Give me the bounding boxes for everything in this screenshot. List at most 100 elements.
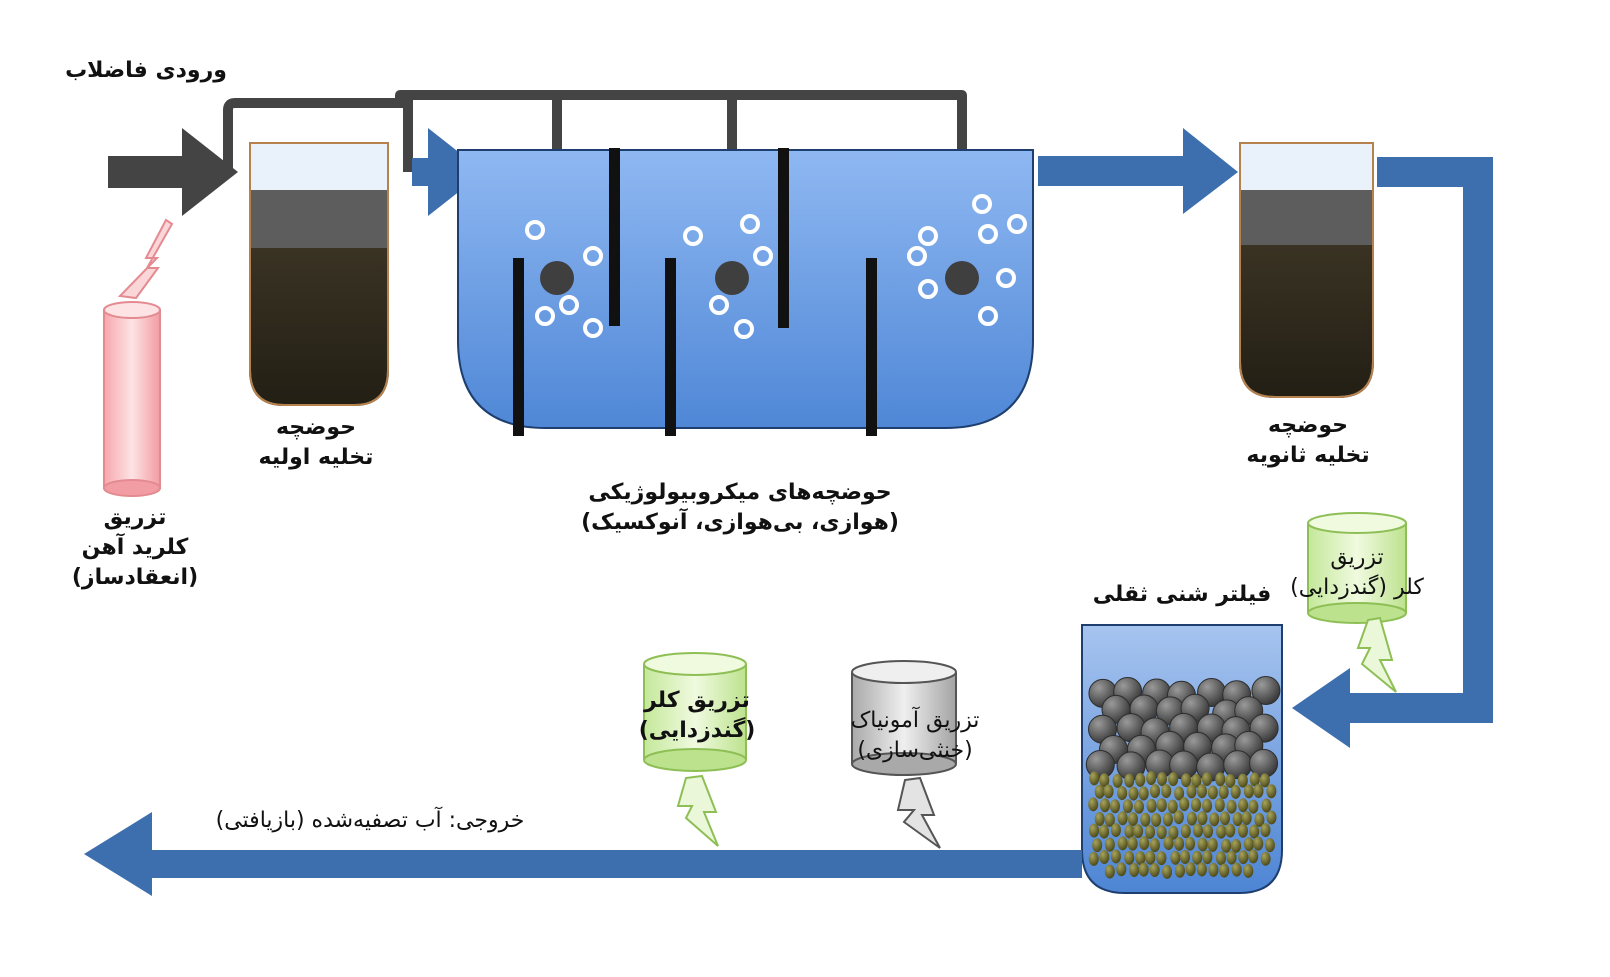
sand-grain: [1219, 863, 1230, 878]
sand-grain: [1237, 773, 1248, 788]
sand-grain: [1117, 786, 1128, 801]
baffle: [665, 258, 676, 436]
sand-filter-label: فیلتر شنی ثقلی: [1092, 582, 1272, 607]
gravel-ball: [1251, 675, 1281, 705]
sand-grain: [1243, 863, 1254, 878]
sand-grain: [1218, 785, 1229, 800]
sand-grain: [1094, 812, 1105, 827]
sand-grain: [1104, 837, 1115, 852]
sand-grain: [1264, 838, 1275, 853]
sand-grain: [1122, 799, 1133, 814]
baffle: [513, 258, 524, 436]
ammonia-injection-line-1: تزریق آمونیاک: [850, 708, 980, 733]
sand-grain: [1145, 824, 1156, 839]
coagulant-label-line-3: (انعقادساز): [71, 565, 199, 590]
sand-grain: [1138, 786, 1149, 801]
sand-grain: [1248, 799, 1259, 814]
sand-grain: [1138, 862, 1149, 877]
sand-grain: [1129, 863, 1140, 878]
sand-grain: [1124, 850, 1135, 865]
sand-grain: [1215, 772, 1226, 787]
sand-grain: [1151, 812, 1162, 827]
secondary-clarifier-label-line-1: حوضچه: [1267, 413, 1349, 438]
sand-grain: [1135, 851, 1146, 866]
sand-grain: [1135, 772, 1146, 787]
sand-grain: [1266, 784, 1277, 799]
sand-grain: [1181, 773, 1192, 788]
return-pipe: [1348, 157, 1493, 723]
primary-clarifier-label-line-2: تخلیه اولیه: [258, 445, 374, 470]
sand-grain: [1203, 824, 1214, 839]
sand-grain: [1220, 811, 1231, 826]
sand-grain: [1104, 812, 1115, 827]
baffle: [609, 148, 620, 326]
chlorine-injection-2-line-2: (گندزدایی): [638, 718, 756, 743]
chlorine-injection-1-line-2: کلر (گندزدایی): [1290, 575, 1424, 600]
sand-grain: [1163, 836, 1174, 851]
sand-grain: [1173, 810, 1184, 825]
sand-grain: [1146, 771, 1157, 786]
sand-grain: [1110, 799, 1121, 814]
sand-grain: [1207, 785, 1218, 800]
sand-grain: [1089, 771, 1100, 786]
sand-grain: [1099, 824, 1110, 839]
sand-grain: [1103, 784, 1114, 799]
sand-grain: [1238, 798, 1249, 813]
sand-grain: [1207, 837, 1218, 852]
sand-grain: [1192, 823, 1203, 838]
sand-grain: [1149, 863, 1160, 878]
sand-grain: [1238, 850, 1249, 865]
sand-grain: [1139, 836, 1150, 851]
sand-grain: [1127, 836, 1138, 851]
sand-grain: [1179, 797, 1190, 812]
sand-grain: [1127, 812, 1138, 827]
sand-grain: [1186, 811, 1197, 826]
sand-grain: [1254, 812, 1265, 827]
sand-grain: [1099, 798, 1110, 813]
secondary-clarifier-label-line-2: تخلیه ثانویه: [1246, 443, 1370, 468]
chlorine-tank-1: [1307, 512, 1407, 624]
sand-grain: [1156, 825, 1167, 840]
chlorine-bolt-icon-1: [1356, 616, 1397, 693]
sand-grain: [1186, 784, 1197, 799]
sand-grain: [1099, 850, 1110, 865]
sand-grain: [1185, 836, 1196, 851]
sand-grain: [1221, 838, 1232, 853]
overflow-pipe: [400, 98, 413, 172]
filter-media: [1085, 675, 1281, 879]
sand-grain: [1110, 823, 1121, 838]
ammonia-bolt-icon: [896, 776, 941, 849]
sand-grain: [1117, 811, 1128, 826]
chlorine-bolt-icon-2: [676, 774, 719, 847]
sand-grain: [1167, 799, 1178, 814]
sand-grain: [1209, 812, 1220, 827]
bio-basin-label-line-2: (هوازی، بی‌هوازی، آنوکسیک): [581, 510, 899, 535]
ammonia-injection-label: تزریق آمونیاک (خنثی‌سازی): [830, 706, 1000, 766]
sand-grain: [1253, 784, 1264, 799]
coagulant-tank: [103, 301, 161, 497]
sand-grain: [1116, 862, 1127, 877]
sand-grain: [1094, 784, 1105, 799]
sand-grain: [1231, 862, 1242, 877]
bio-inlet-arrow: [412, 128, 484, 216]
sand-grain: [1196, 862, 1207, 877]
sand-grain: [1249, 772, 1260, 787]
ammonia-tank: [851, 660, 957, 776]
sand-grain: [1099, 773, 1110, 788]
outlet-arrow: [84, 812, 1082, 896]
sand-grain: [1202, 798, 1213, 813]
sand-grain: [1202, 850, 1213, 865]
inlet-label: ورودی فاضلاب: [65, 58, 227, 83]
sand-grain: [1260, 823, 1271, 838]
sand-grain: [1259, 773, 1270, 788]
bio-basin-label: حوضچه‌های میکروبیولوژیکی (هوازی، بی‌هواز…: [540, 478, 940, 538]
primary-clarifier: [249, 142, 389, 406]
sand-grain: [1128, 786, 1139, 801]
secondary-clarifier: [1239, 142, 1374, 398]
sand-grain: [1249, 824, 1260, 839]
sand-grain: [1174, 786, 1185, 801]
baffle: [778, 148, 789, 328]
sand-grain: [1231, 838, 1242, 853]
sand-grain: [1226, 799, 1237, 814]
coagulant-bolt-icon: [117, 218, 174, 300]
